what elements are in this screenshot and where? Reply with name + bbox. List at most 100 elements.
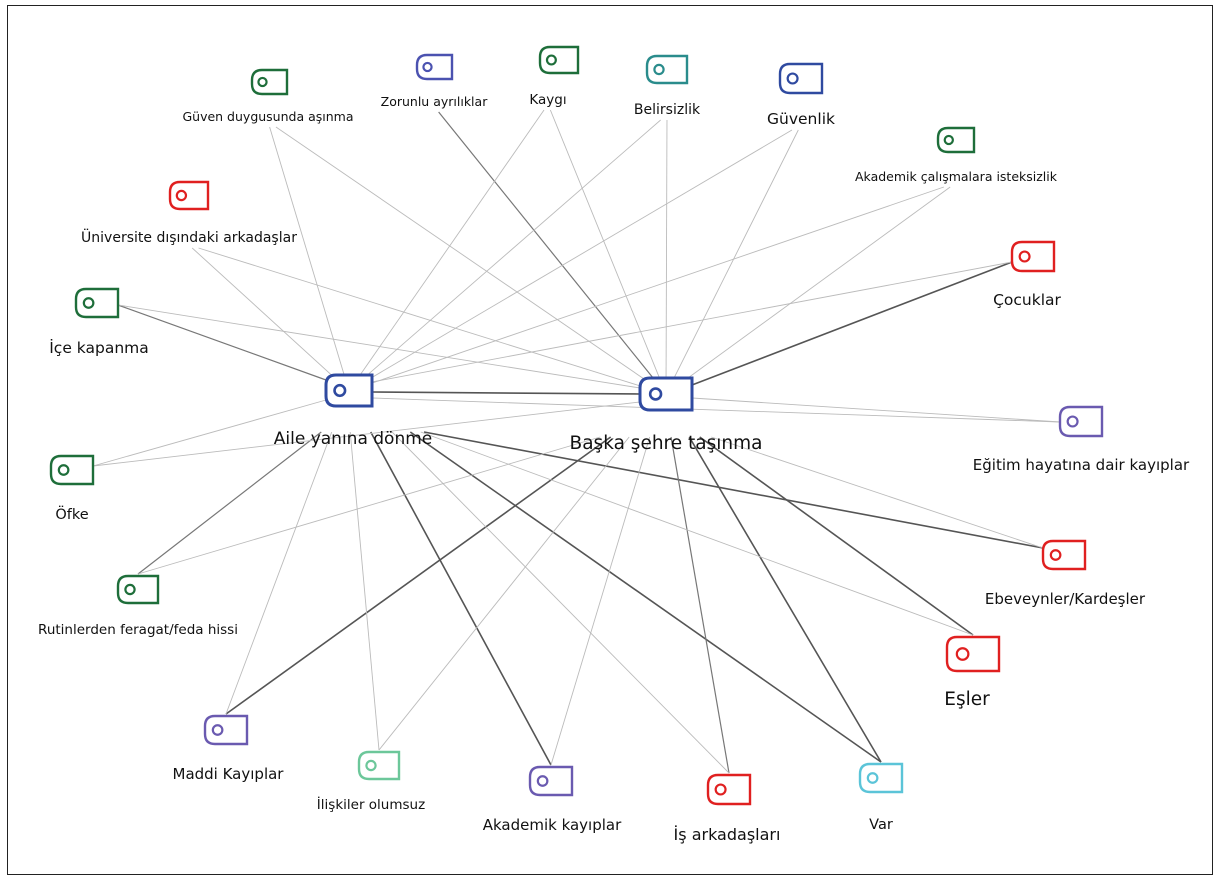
code-icon <box>1058 405 1104 438</box>
node-label: İlişkiler olumsuz <box>317 795 425 813</box>
edge-baska-zorunlu <box>438 111 667 395</box>
node-label: Öfke <box>55 505 88 523</box>
edge-aile-var <box>409 431 882 763</box>
node-egitim[interactable]: Eğitim hayatına dair kayıplar <box>973 405 1190 474</box>
node-is[interactable]: İş arkadaşları <box>674 773 781 844</box>
code-icon <box>858 762 904 794</box>
node-label: Belirsizlik <box>634 102 701 118</box>
code-icon <box>538 45 580 75</box>
node-label: Akademik çalışmalara isteksizlik <box>855 169 1058 184</box>
code-icon <box>528 765 574 797</box>
node-label: Rutinlerden feragat/feda hissi <box>38 622 238 638</box>
edge-baska-var <box>688 436 882 763</box>
node-rutin[interactable]: Rutinlerden feragat/feda hissi <box>38 574 238 638</box>
edge-baska-ice <box>117 304 641 389</box>
code-icon <box>49 454 95 486</box>
node-cocuklar[interactable]: Çocuklar <box>993 240 1062 309</box>
diagram-frame <box>7 5 1213 875</box>
node-baska[interactable]: Başka şehre taşınma <box>570 376 763 454</box>
edge-aile-cocuklar <box>371 261 1013 383</box>
node-iliskiler[interactable]: İlişkiler olumsuz <box>317 750 425 813</box>
edge-baska-is <box>670 436 730 774</box>
node-maddi[interactable]: Maddi Kayıplar <box>173 714 285 783</box>
code-icon <box>74 287 120 319</box>
node-label: Üniversite dışındaki arkadaşlar <box>81 228 297 246</box>
node-label: Çocuklar <box>993 291 1061 309</box>
code-icon <box>638 376 694 412</box>
edge-baska-egitim <box>691 397 1061 423</box>
node-label: İçe kapanma <box>49 338 149 357</box>
edge-baska-guvenlik <box>665 129 799 395</box>
edge-aile-is <box>391 431 730 774</box>
edge-aile-ebeveyn <box>423 431 1044 549</box>
edge-baska-akademik_istek <box>665 186 951 395</box>
node-belirsizlik[interactable]: Belirsizlik <box>634 54 701 118</box>
edge-aile-iliskiler <box>349 431 380 751</box>
edge-aile-egitim <box>371 397 1061 423</box>
edge-baska-akademik_kayip <box>550 436 651 766</box>
node-label: Eğitim hayatına dair kayıplar <box>973 456 1190 474</box>
edge-aile-akademik_kayip <box>370 431 552 766</box>
code-icon <box>250 68 289 96</box>
edge-baska-cocuklar <box>691 261 1013 386</box>
edge-baska-iliskiler <box>378 436 630 751</box>
nodes: Güven duygusunda aşınma Zorunlu ayrılıkla… <box>38 45 1190 844</box>
node-akademik_istek[interactable]: Akademik çalışmalara isteksizlik <box>855 126 1058 184</box>
node-label: İş arkadaşları <box>674 825 781 844</box>
code-icon <box>415 53 454 81</box>
node-guvenlik[interactable]: Güvenlik <box>767 62 835 128</box>
node-label: Akademik kayıplar <box>483 816 622 834</box>
edge-aile-kaygi <box>348 109 545 392</box>
node-kaygi[interactable]: Kaygı <box>529 45 580 108</box>
node-universite[interactable]: Üniversite dışındaki arkadaşlar <box>81 180 297 246</box>
edge-aile-guvenlik <box>348 129 793 392</box>
edges <box>92 109 1061 774</box>
node-aile[interactable]: Aile yanına dönme <box>274 373 433 449</box>
edge-aile-ofke <box>92 399 327 467</box>
edge-baska-ebeveyn <box>711 436 1044 549</box>
edge-aile-rutin <box>137 431 322 575</box>
code-icon <box>945 635 1001 673</box>
node-label: Kaygı <box>529 92 566 108</box>
code-icon <box>168 180 210 211</box>
node-guven_asinma[interactable]: Güven duygusunda aşınma <box>182 68 354 124</box>
edge-aile-belirsizlik <box>348 119 661 392</box>
edge-aile-universite <box>191 247 350 392</box>
edge-aile-esler <box>420 431 974 636</box>
node-akademik_kayip[interactable]: Akademik kayıplar <box>483 765 622 834</box>
edge-baska-esler <box>699 436 974 636</box>
node-ofke[interactable]: Öfke <box>49 454 95 523</box>
node-ice[interactable]: İçe kapanma <box>49 287 149 357</box>
edge-baska-ofke <box>92 401 641 467</box>
edge-baska-maddi <box>225 436 612 715</box>
edge-baska-kaygi <box>549 109 667 395</box>
node-ebeveyn[interactable]: Ebeveynler/Kardeşler <box>985 539 1146 608</box>
edge-baska-belirsizlik <box>665 119 668 395</box>
edge-aile-maddi <box>225 431 333 715</box>
code-icon <box>706 773 752 806</box>
node-label: Var <box>869 817 893 833</box>
node-esler[interactable]: Eşler <box>944 635 1001 710</box>
node-label: Güven duygusunda aşınma <box>182 109 353 124</box>
node-label: Ebeveynler/Kardeşler <box>985 590 1146 608</box>
edge-aile-guven_asinma <box>269 126 350 392</box>
node-label: Zorunlu ayrılıklar <box>381 94 489 109</box>
node-label: Aile yanına dönme <box>274 429 433 449</box>
node-label: Başka şehre taşınma <box>570 433 763 454</box>
code-icon <box>1010 240 1056 273</box>
edge-aile-akademik_istek <box>348 186 945 392</box>
code-icon <box>778 62 824 95</box>
node-var[interactable]: Var <box>858 762 904 833</box>
edge-baska-universite <box>198 247 667 395</box>
node-label: Eşler <box>944 689 990 710</box>
edge-baska-guven_asinma <box>275 126 667 395</box>
code-icon <box>116 574 160 605</box>
code-icon <box>357 750 401 781</box>
code-icon <box>203 714 249 746</box>
code-icon <box>1041 539 1087 571</box>
node-zorunlu[interactable]: Zorunlu ayrılıklar <box>381 53 489 109</box>
node-label: Maddi Kayıplar <box>173 765 285 783</box>
node-label: Güvenlik <box>767 110 835 128</box>
edge-aile-ice <box>117 304 327 381</box>
